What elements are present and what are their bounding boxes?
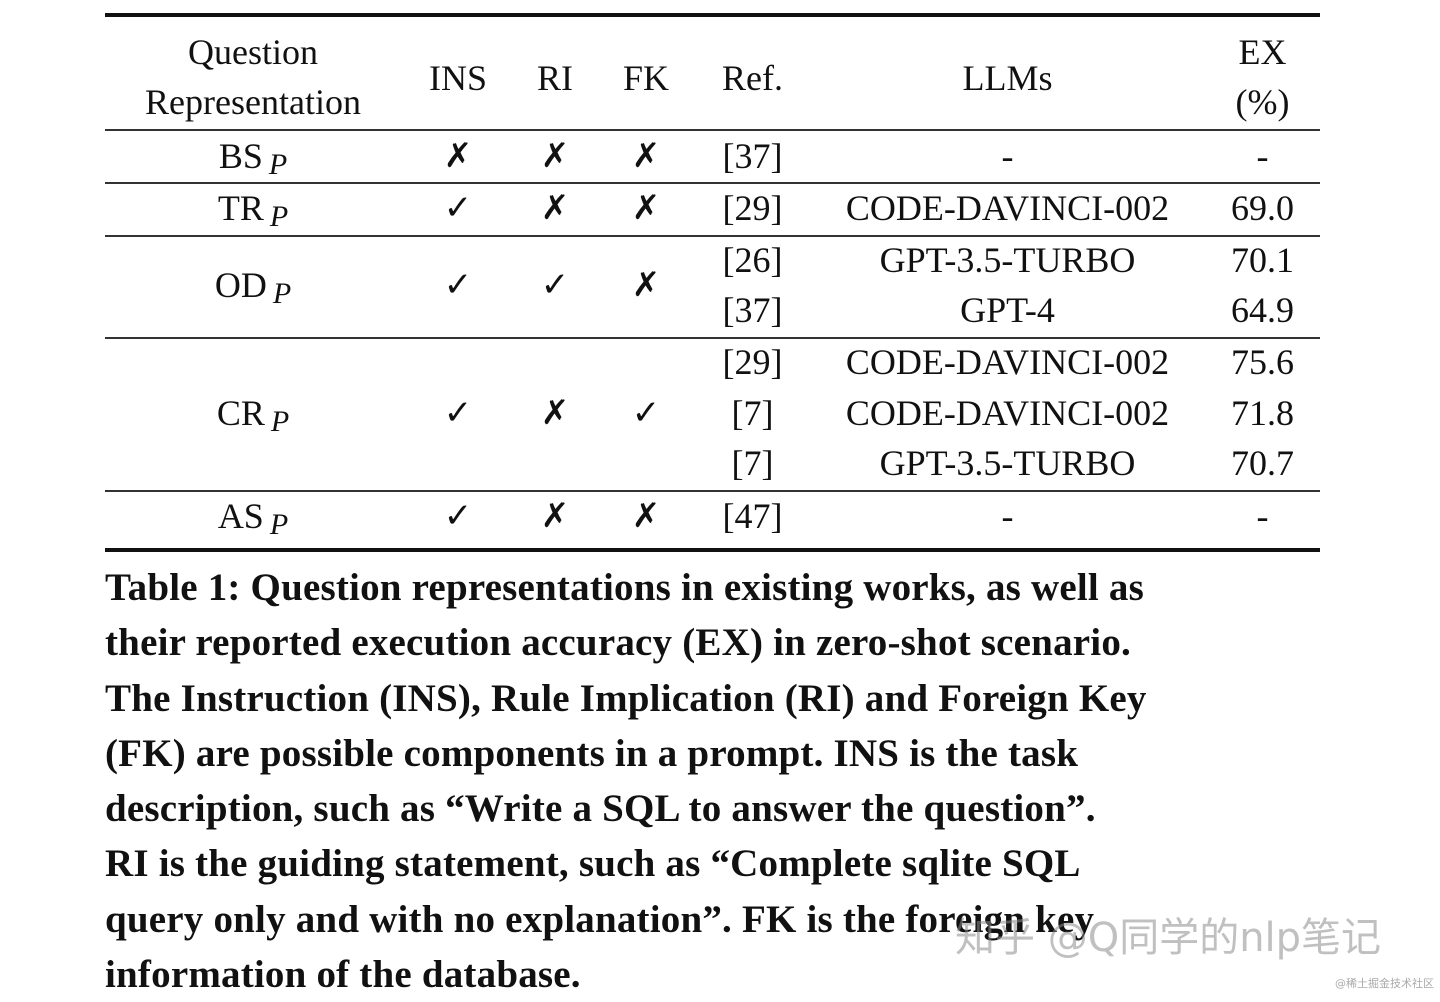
row-divider bbox=[105, 235, 1320, 237]
check-icon: ✓ bbox=[443, 393, 473, 433]
header-rule bbox=[105, 129, 1320, 131]
rep-subscript: P bbox=[269, 508, 289, 541]
rep-name: AS bbox=[217, 496, 264, 536]
check-icon: ✓ bbox=[443, 188, 473, 228]
cross-icon: ✗ bbox=[631, 188, 661, 228]
rep-name: BS bbox=[218, 136, 263, 176]
row-divider bbox=[105, 182, 1320, 184]
table-bottom-rule bbox=[105, 548, 1320, 552]
rep-subscript: P bbox=[270, 405, 290, 438]
llm-cell: CODE-DAVINCI-002 bbox=[845, 342, 1170, 382]
cross-icon: ✗ bbox=[631, 496, 661, 536]
header-ex-line1: EX bbox=[1238, 32, 1287, 72]
cross-icon: ✗ bbox=[540, 136, 570, 176]
rep-name: CR bbox=[216, 393, 265, 433]
caption-line: description, such as “Write a SQL to ans… bbox=[105, 787, 1096, 831]
cross-icon: ✗ bbox=[631, 136, 661, 176]
ref-cell: [26] bbox=[722, 240, 783, 280]
caption-line: (FK) are possible components in a prompt… bbox=[105, 731, 1079, 775]
ex-cell: 64.9 bbox=[1231, 290, 1294, 330]
ref-cell: [37] bbox=[722, 136, 783, 176]
header-ri: RI bbox=[537, 58, 573, 98]
caption-line: their reported execution accuracy (EX) i… bbox=[105, 621, 1131, 665]
cross-icon: ✗ bbox=[540, 393, 570, 433]
caption-line: RI is the guiding statement, such as “Co… bbox=[105, 842, 1081, 886]
llm-cell: CODE-DAVINCI-002 bbox=[845, 188, 1170, 228]
ref-cell: [47] bbox=[722, 496, 783, 536]
table-top-rule bbox=[105, 13, 1320, 17]
llm-cell: GPT-3.5-TURBO bbox=[879, 443, 1136, 483]
ref-cell: [7] bbox=[731, 443, 774, 483]
check-icon: ✓ bbox=[443, 265, 473, 305]
check-icon: ✓ bbox=[443, 496, 473, 536]
llm-cell: - bbox=[1001, 136, 1014, 176]
ref-cell: [29] bbox=[722, 188, 783, 228]
corner-watermark: @稀土掘金技术社区 bbox=[1335, 977, 1434, 990]
caption-line: information of the database. bbox=[105, 953, 581, 997]
watermark: 知乎 @Q同学的nlp笔记 bbox=[955, 915, 1382, 961]
header-question-line2: Representation bbox=[145, 82, 361, 122]
header-fk: FK bbox=[622, 58, 670, 98]
ex-cell: 71.8 bbox=[1231, 393, 1294, 433]
rep-subscript: P bbox=[269, 200, 289, 233]
check-icon: ✓ bbox=[631, 393, 661, 433]
cross-icon: ✗ bbox=[443, 136, 473, 176]
rep-name: OD bbox=[214, 265, 267, 305]
llm-cell: CODE-DAVINCI-002 bbox=[845, 393, 1170, 433]
ex-cell: 70.1 bbox=[1231, 240, 1294, 280]
header-ins: INS bbox=[428, 58, 487, 98]
ex-cell: 69.0 bbox=[1231, 188, 1294, 228]
caption-line: The Instruction (INS), Rule Implication … bbox=[105, 676, 1147, 720]
rep-subscript: P bbox=[272, 277, 292, 310]
check-icon: ✓ bbox=[540, 265, 570, 305]
row-divider bbox=[105, 337, 1320, 339]
rep-name: TR bbox=[217, 188, 264, 228]
ex-cell: 75.6 bbox=[1231, 342, 1294, 382]
header-question-line1: Question bbox=[188, 32, 318, 72]
ref-cell: [7] bbox=[731, 393, 774, 433]
header-question: Question Representation bbox=[105, 32, 401, 122]
cross-icon: ✗ bbox=[631, 265, 661, 305]
header-ex: EX (%) bbox=[1215, 32, 1310, 122]
header-llms: LLMs bbox=[962, 58, 1053, 98]
ex-cell: - bbox=[1256, 136, 1269, 176]
llm-cell: GPT-3.5-TURBO bbox=[879, 240, 1136, 280]
llm-cell: GPT-4 bbox=[960, 290, 1055, 330]
rep-subscript: P bbox=[268, 148, 288, 181]
caption-line: Table 1: Question representations in exi… bbox=[105, 566, 1144, 609]
cross-icon: ✗ bbox=[540, 188, 570, 228]
ref-cell: [29] bbox=[722, 342, 783, 382]
cross-icon: ✗ bbox=[540, 496, 570, 536]
ex-cell: 70.7 bbox=[1231, 443, 1294, 483]
llm-cell: - bbox=[1001, 496, 1014, 536]
header-ref: Ref. bbox=[722, 58, 783, 98]
ex-cell: - bbox=[1256, 496, 1269, 536]
row-divider bbox=[105, 490, 1320, 492]
header-ex-line2: (%) bbox=[1235, 82, 1290, 122]
table-caption: Table 1: Question representations in exi… bbox=[105, 560, 1335, 1002]
caption-line: query only and with no explanation”. FK … bbox=[105, 897, 1095, 941]
ref-cell: [37] bbox=[722, 290, 783, 330]
